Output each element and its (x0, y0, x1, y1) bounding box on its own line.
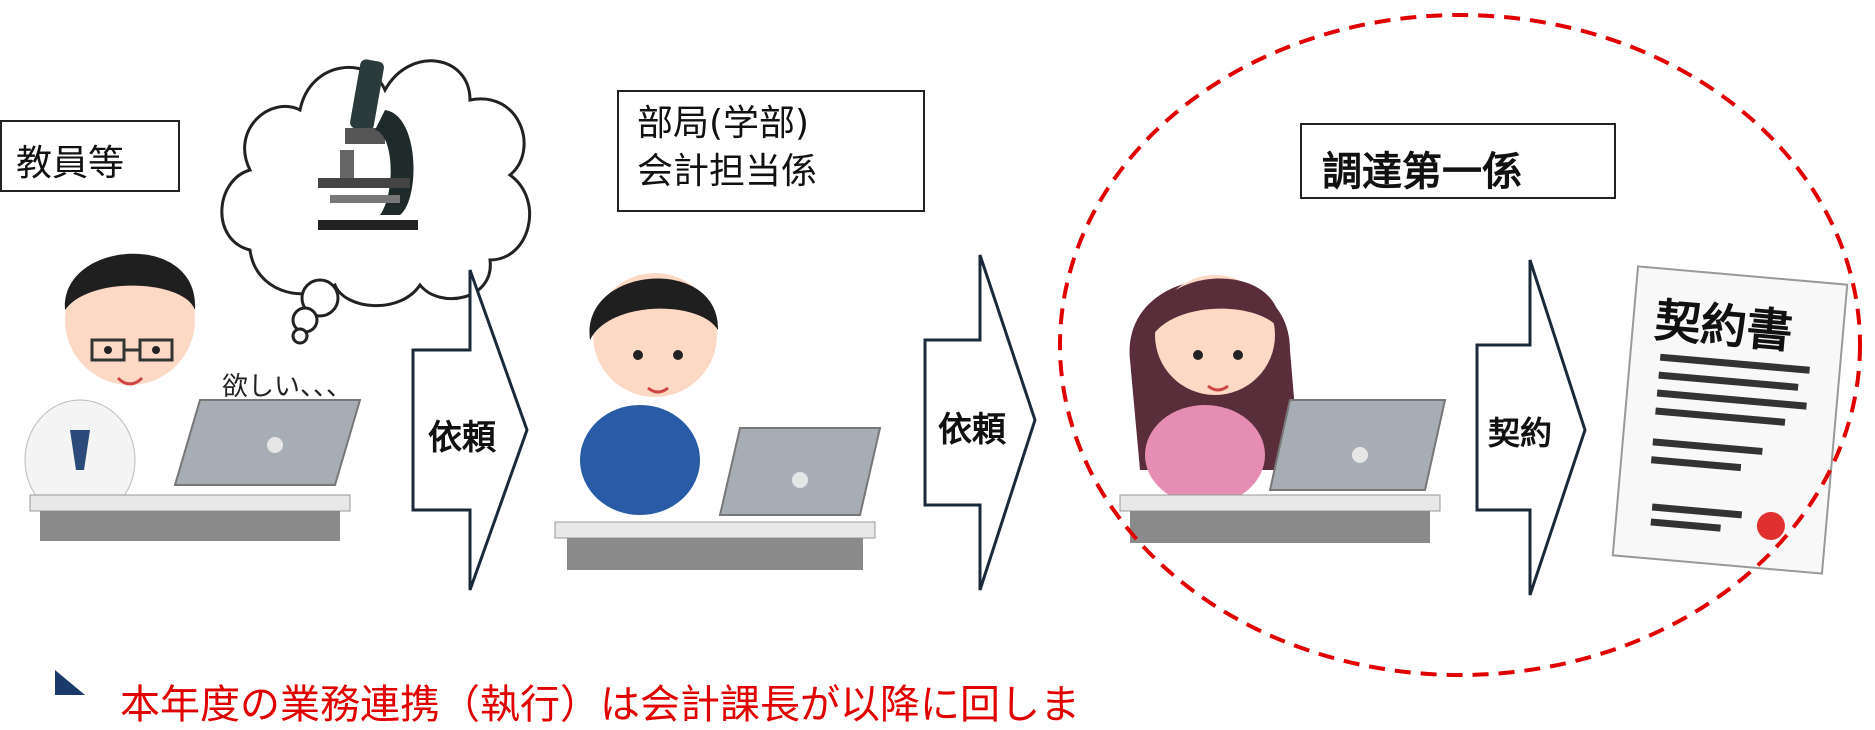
request-arrow-2 (923, 254, 1037, 591)
contract-document (1611, 265, 1849, 575)
teacher-label-text: 教員等 (16, 143, 125, 184)
procurement-staff-figure (1119, 275, 1447, 543)
department-label: 部局(学部) 会計担当係 (617, 90, 925, 212)
contract-arrow (1475, 259, 1587, 596)
highlight-circle (1058, 13, 1862, 677)
footer-text: 本年度の業務連携（執行）は会計課長が以降に回しま (120, 682, 1080, 728)
procurement-label: 調達第一係 (1300, 123, 1616, 199)
department-label-line2: 会計担当係 (637, 151, 818, 192)
request-arrow-1-label: 依頼 (428, 418, 496, 458)
teacher-label: 教員等 (0, 120, 180, 192)
department-label-line1: 部局(学部) (637, 103, 810, 144)
teacher-figure (24, 253, 362, 541)
teacher-speech: 欲しい、、、 (222, 372, 353, 402)
microscope-icon (318, 59, 418, 230)
contract-title: 契約書 (1652, 293, 1795, 359)
request-arrow-2-label: 依頼 (938, 410, 1006, 450)
procurement-label-text: 調達第一係 (1322, 149, 1522, 195)
request-arrow-1 (411, 269, 529, 591)
contract-arrow-label: 契約 (1488, 414, 1553, 452)
footer-bullet-icon (55, 670, 85, 695)
diagram-canvas (24, 13, 1862, 695)
department-staff-figure (554, 273, 882, 570)
